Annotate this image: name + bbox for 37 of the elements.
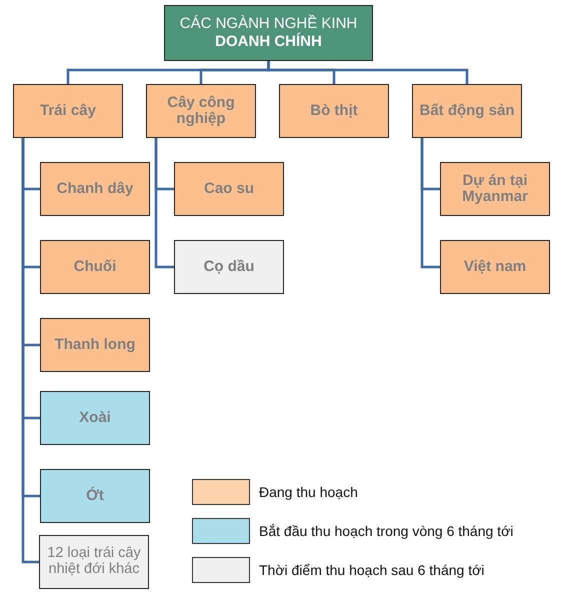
item-box [40,318,150,372]
connector-line [420,138,440,268]
connector-line [154,138,174,268]
node-label: Ớt [86,488,104,504]
node-label: Cọ dầu [204,258,254,276]
node-label: Bất động sản [419,102,514,120]
node-label: Việt nam [464,258,526,276]
category-box [279,84,389,138]
category-box [146,84,256,138]
node-label: Thanh long [54,336,136,354]
node-label: CÁC NGÀNH NGHỀ KINH DOANH CHÍNH [178,15,358,51]
item-box [40,391,150,445]
node-label: 12 loại trái cây nhiệt đới khác [46,546,142,578]
connector-line [267,61,468,84]
legend-label: Bắt đầu thu hoạch trong vòng 6 tháng tới [259,523,514,539]
item-box [174,240,284,294]
node-label: Chanh dây [56,180,134,198]
legend-label: Thời điểm thu hoạch sau 6 tháng tới [259,562,484,578]
item-box [440,240,550,294]
connector-line [22,138,39,564]
category-box [412,84,522,138]
node-label: Bò thịt [310,102,358,120]
category-box [13,84,123,138]
node-label: Trái cây [40,102,96,120]
root-box [164,5,373,61]
node-label: Cao su [204,180,254,198]
node-label: Cây công nghiệp [166,94,236,128]
node-label: Dự án tại Myanmar [461,172,529,206]
item-box [40,240,150,294]
item-box [39,535,149,589]
item-box [174,162,284,216]
legend-label: Đang thu hoạch [259,484,358,500]
item-box [40,469,150,523]
node-label: Xoài [79,410,111,426]
item-box [40,162,150,216]
node-label: Chuối [74,258,116,276]
item-box [440,162,550,216]
